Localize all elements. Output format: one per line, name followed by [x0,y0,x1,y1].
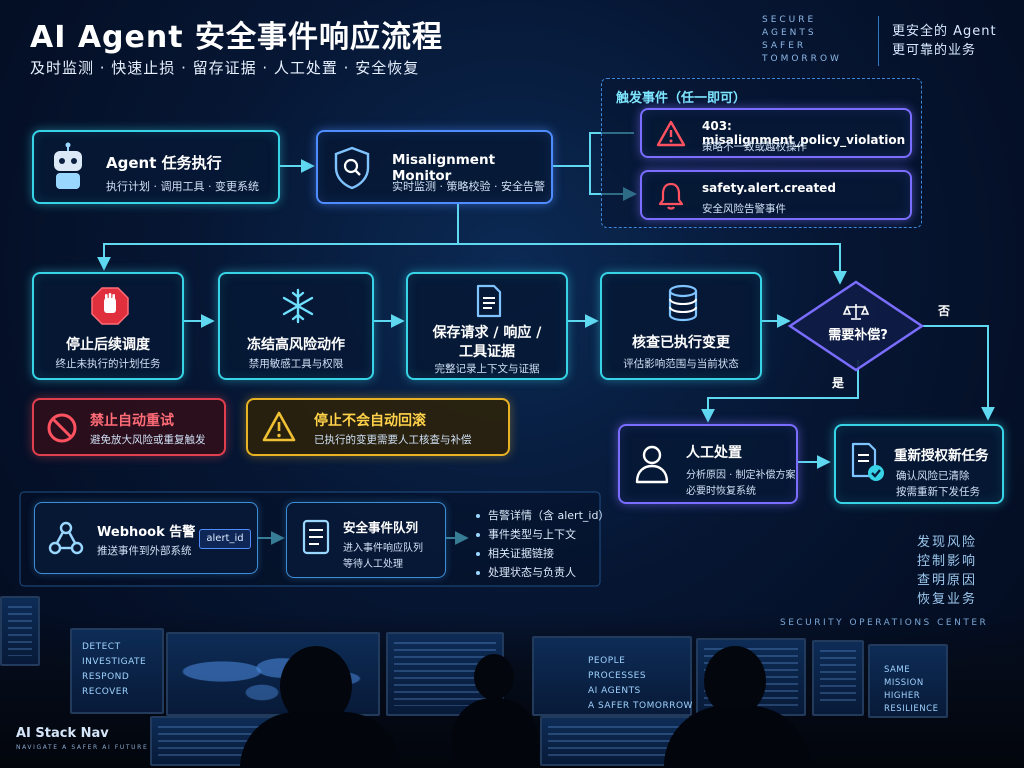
shield-search-icon [334,146,370,190]
document-icon [476,284,502,318]
check-changes-title: 核查已执行变更 [632,335,730,351]
screen [540,716,690,766]
screen [532,636,692,716]
response-stages-list: 发现风险 控制影响 查明原因 恢复业务 [917,533,977,609]
stage-word: 查明原因 [917,573,978,588]
screen [812,640,864,716]
preserve-evidence-title-line1: 保存请求 / 响应 / [432,325,542,341]
prohibited-icon [47,413,77,443]
agent-task-subtitle: 执行计划 · 调用工具 · 变更系统 [106,180,259,193]
event-2-subtitle: 安全风险告警事件 [702,203,786,215]
stage-word: 恢复业务 [917,592,978,607]
freeze-actions-title: 冻结高风险动作 [247,337,345,353]
monitor-title: Misalignment Monitor [392,152,496,184]
decision-no-label: 否 [938,304,951,318]
node-preserve-evidence: 保存请求 / 响应 / 工具证据 完整记录上下文与证据 [406,272,568,380]
manual-handling-title: 人工处置 [686,445,742,461]
warning-triangle-icon [656,120,686,147]
trigger-event-safety-alert: safety.alert.created 安全风险告警事件 [640,170,912,220]
screen [868,644,948,718]
decision-yes-label: 是 [832,376,845,390]
list-icon [302,519,330,555]
webhook-subtitle: 推送事件到外部系统 [97,545,192,557]
node-agent-task: Agent 任务执行 执行计划 · 调用工具 · 变更系统 [32,130,280,204]
list-item: 处理状态与负责人 [476,563,609,582]
node-check-changes: 核查已执行变更 评估影响范围与当前状态 [600,272,762,380]
decision-question: 需要补偿? [828,328,888,343]
trigger-panel-title: 触发事件（任一即可） [616,91,747,106]
trigger-event-policy-violation: 403: misalignment_policy_violation 策略不一致… [640,108,912,158]
database-icon [668,284,698,322]
node-misalignment-monitor: Misalignment Monitor 实时监测 · 策略校验 · 安全告警 [316,130,553,204]
queue-subtitle-1: 进入事件响应队列 [343,543,423,554]
arrow-monitor-down [97,204,459,271]
list-item: 告警详情（含 alert_id） [476,506,609,525]
person-icon [635,445,669,484]
alert-id-tag: alert_id [199,529,251,549]
no-retry-title: 禁止自动重试 [90,413,174,429]
screen [0,596,40,666]
webhook-title: Webhook 告警 [97,525,196,540]
operator-silhouette [452,698,538,768]
reauthorize-subtitle-1: 确认风险已清除 [896,470,970,482]
preserve-evidence-subtitle: 完整记录上下文与证据 [434,363,540,375]
event-1-title: 403: misalignment_policy_violation [702,119,906,147]
brand-tagline: NAVIGATE A SAFER AI FUTURE [16,744,149,751]
queue-title: 安全事件队列 [343,520,419,535]
reauthorize-title: 重新授权新任务 [894,448,989,464]
monitor-subtitle: 实时监测 · 策略校验 · 安全告警 [392,180,545,193]
node-freeze-actions: 冻结高风险动作 禁用敏感工具与权限 [218,272,374,380]
queue-subtitle-2: 等待人工处理 [343,559,403,570]
event-2-title: safety.alert.created [702,181,836,195]
check-changes-subtitle: 评估影响范围与当前状态 [623,358,739,370]
manual-handling-subtitle-1: 分析原因 · 制定补偿方案 [686,470,796,481]
document-check-icon [851,442,884,481]
bell-icon [658,182,684,210]
freeze-actions-subtitle: 禁用敏感工具与权限 [248,358,344,370]
screen-text-right: SAME MISSION HIGHER RESILIENCE [884,665,939,714]
preserve-evidence-title-line2: 工具证据 [459,344,515,360]
warning-no-rollback: 停止不会自动回滚 已执行的变更需要人工核查与补偿 [246,398,510,456]
list-item: 事件类型与上下文 [476,525,609,544]
snowflake-icon [282,288,314,324]
agent-task-title: Agent 任务执行 [106,154,222,172]
tagline-cn: 更安全的 Agent 更可靠的业务 [892,24,997,58]
webhook-icon [48,521,84,555]
tagline-en: SECURE AGENTS SAFER TOMORROW [762,15,842,64]
stop-hand-icon [91,287,129,325]
stage-word: 发现风险 [917,535,978,550]
stage-word: 控制影响 [917,554,978,569]
soc-label: SECURITY OPERATIONS CENTER [780,618,989,628]
screen-text-left: DETECT INVESTIGATE RESPOND RECOVER [82,642,147,697]
node-reauthorize: 重新授权新任务 确认风险已清除 按需重新下发任务 [834,424,1004,504]
manual-handling-subtitle-2: 必要时恢复系统 [686,486,756,497]
no-retry-subtitle: 避免放大风险或重复触发 [90,434,206,446]
page-subtitle: 及时监测 · 快速止损 · 留存证据 · 人工处置 · 安全恢复 [30,59,420,77]
page-title: AI Agent 安全事件响应流程 [30,20,444,55]
alert-detail-list: 告警详情（含 alert_id） 事件类型与上下文 相关证据链接 处理状态与负责… [476,506,609,582]
screen-text-center: PEOPLE PROCESSES AI AGENTS A SAFER TOMOR… [588,656,693,711]
stop-scheduling-subtitle: 终止未执行的计划任务 [55,358,161,370]
stop-scheduling-title: 停止后续调度 [66,337,150,353]
robot-icon [54,142,82,189]
warning-triangle-icon [262,411,296,442]
node-stop-scheduling: 停止后续调度 终止未执行的计划任务 [32,272,184,380]
screen [70,628,164,714]
node-webhook-alert: Webhook 告警 推送事件到外部系统 alert_id [34,502,258,574]
event-1-subtitle: 策略不一致或越权操作 [702,141,807,153]
no-rollback-title: 停止不会自动回滚 [314,413,426,429]
brand-name: AI Stack Nav [16,726,109,741]
operator-head [474,654,514,700]
node-security-queue: 安全事件队列 进入事件响应队列 等待人工处理 [286,502,446,578]
arrow-decision-no [920,325,995,421]
header-divider [878,16,879,66]
node-manual-handling: 人工处置 分析原因 · 制定补偿方案 必要时恢复系统 [618,424,798,504]
operator-silhouette [240,712,400,768]
reauthorize-subtitle-2: 按需重新下发任务 [896,486,980,498]
no-rollback-subtitle: 已执行的变更需要人工核查与补偿 [314,434,472,446]
operator-head [704,646,766,716]
list-item: 相关证据链接 [476,544,609,563]
warning-no-retry: 禁止自动重试 避免放大风险或重复触发 [32,398,226,456]
scales-icon [842,304,870,320]
